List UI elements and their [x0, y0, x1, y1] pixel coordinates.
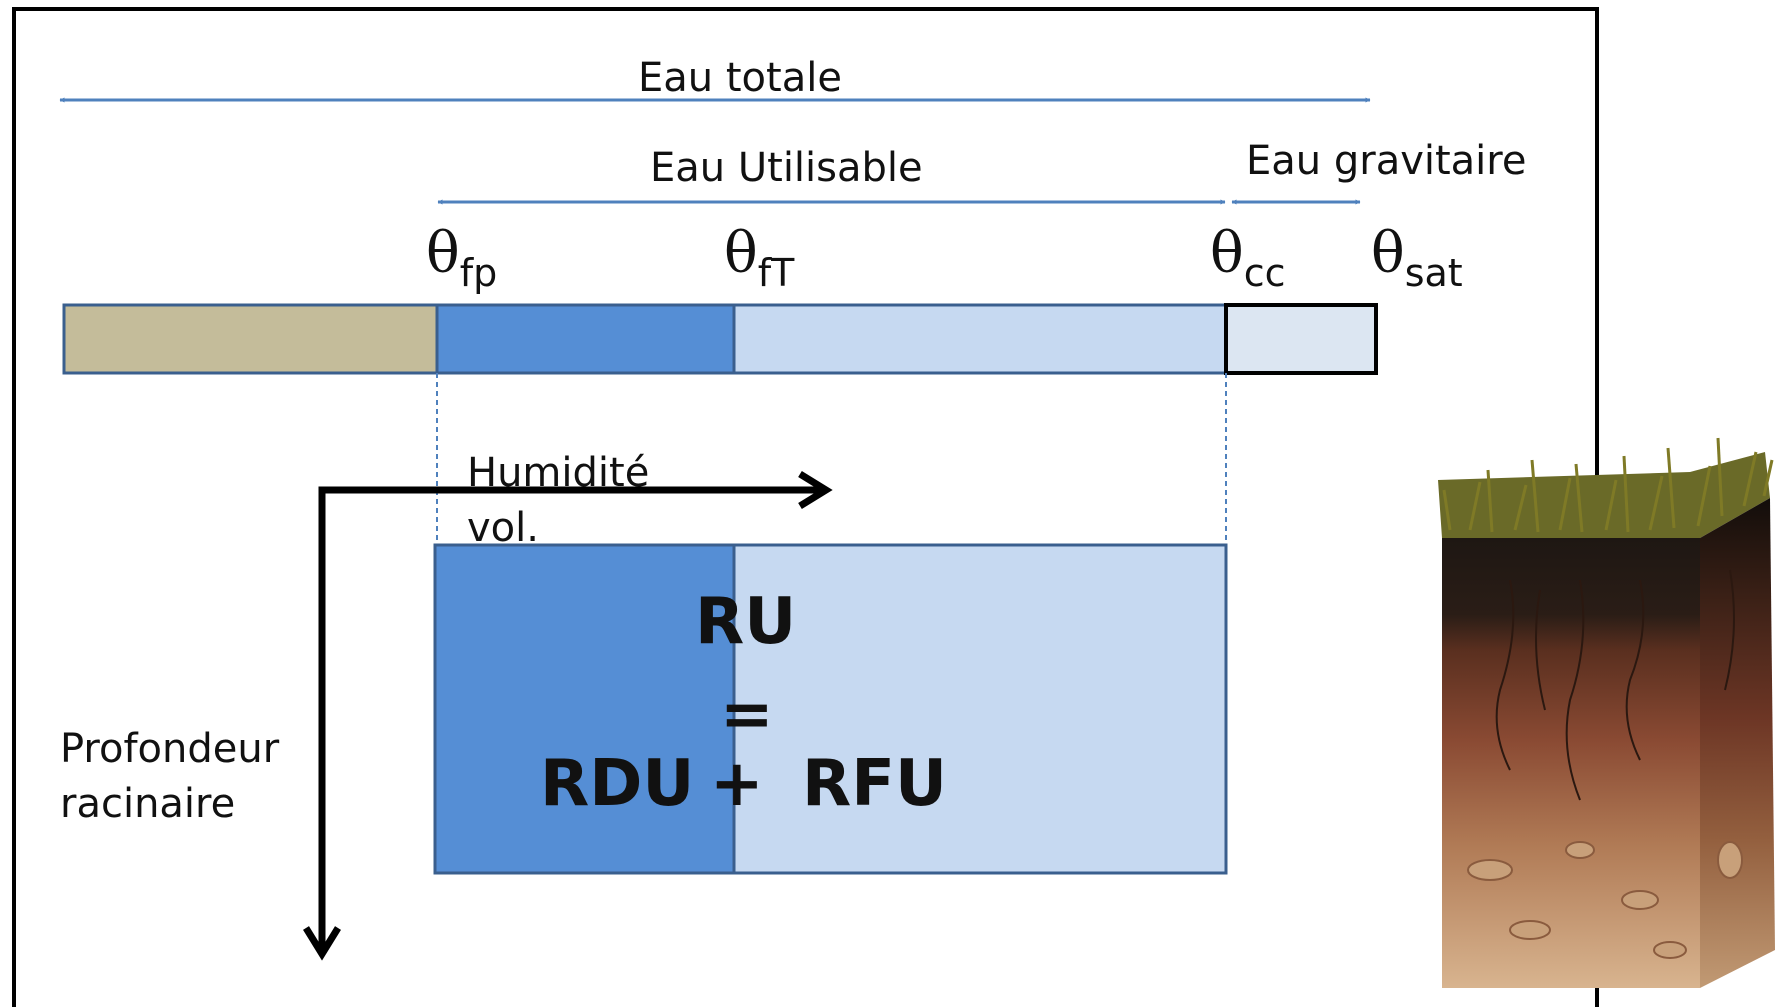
- bar-segment-dry-soil: [62, 303, 439, 375]
- reservoir-rfu: [732, 543, 1228, 875]
- theta-fp-symbol: θ: [426, 221, 460, 286]
- pebbles: [1467, 841, 1743, 959]
- equals-label: =: [720, 678, 774, 752]
- reservoir-rdu: [433, 543, 736, 875]
- theta-fp-label: θfp: [426, 226, 497, 293]
- theta-cc-symbol: θ: [1210, 221, 1244, 286]
- rfu-label: RFU: [802, 747, 947, 821]
- theta-cc-label: θcc: [1210, 226, 1286, 293]
- eau-totale-label: Eau totale: [638, 55, 842, 101]
- humidite-line-2: vol.: [467, 505, 539, 552]
- profondeur-line-1: Profondeur: [60, 726, 280, 772]
- theta-fp-subscript: fp: [459, 251, 498, 295]
- bar-segment-rfu: [732, 303, 1228, 375]
- theta-ft-label: θfT: [724, 226, 794, 293]
- profondeur-line-2: racinaire: [60, 781, 236, 828]
- root-lines: [1495, 569, 1735, 801]
- eau-utilisable-label: Eau Utilisable: [650, 145, 923, 191]
- theta-ft-symbol: θ: [724, 221, 758, 286]
- theta-sat-label: θsat: [1371, 226, 1463, 293]
- theta-sat-symbol: θ: [1371, 221, 1405, 286]
- humidite-axis-label: Humidité vol.: [467, 446, 649, 556]
- soil-profile-illustration: [1430, 430, 1791, 988]
- profondeur-arrowhead: [303, 926, 341, 961]
- axis-lines: [318, 486, 822, 948]
- plus-label: +: [710, 747, 764, 821]
- grass-blades: [1442, 437, 1774, 533]
- theta-cc-subscript: cc: [1243, 251, 1286, 295]
- theta-sat-subscript: sat: [1404, 251, 1463, 295]
- humidite-arrowhead: [798, 471, 833, 509]
- profondeur-axis-label: Profondeur racinaire: [60, 722, 279, 832]
- humidite-line-1: Humidité: [467, 450, 650, 496]
- theta-ft-subscript: fT: [757, 251, 795, 295]
- rdu-label: RDU: [540, 747, 695, 821]
- soil-profile-svg: [1438, 437, 1775, 988]
- ru-label: RU: [695, 585, 797, 659]
- eau-gravitaire-label: Eau gravitaire: [1246, 138, 1527, 184]
- bar-segment-rdu: [435, 303, 736, 375]
- bar-segment-gravitaire: [1224, 303, 1378, 375]
